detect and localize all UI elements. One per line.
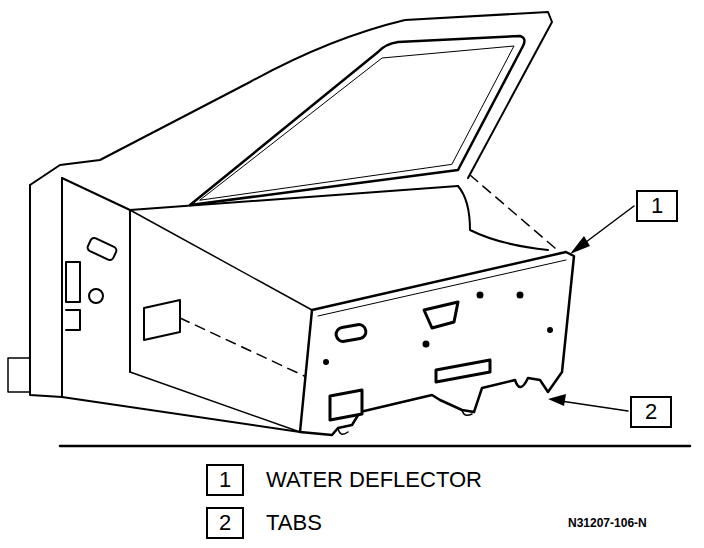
deflector-edge [318,260,566,316]
legend-number: 1 [206,464,244,496]
window-glass [200,46,514,200]
door-handle [86,237,117,262]
deflector-opening [436,360,490,382]
deflector-hole [478,293,483,298]
hinge-detail [66,262,80,302]
door-belt-line [62,178,458,210]
deflector-opening [330,390,362,420]
callout-number: 1 [636,190,678,222]
lock-cylinder [89,289,103,303]
water-deflector [300,252,574,435]
callout-number: 2 [630,396,672,428]
leader-line [554,400,628,411]
arrowhead [548,394,566,406]
deflector-opening [424,302,458,328]
arrowhead [570,236,590,254]
projection-line [130,372,300,432]
alignment-line [470,175,562,254]
door-inner-edge [129,210,131,372]
figure-code: N31207-106-N [568,514,647,532]
deflector-hole [518,293,523,298]
latch-detail [66,310,80,330]
separator-line [60,445,690,448]
deflector-hole [324,360,328,364]
part-name: TABS [266,509,322,537]
door-bottom [62,397,300,432]
projection-line [130,210,312,310]
deflector-hole [424,342,429,347]
part-name: WATER DEFLECTOR [266,466,482,494]
door-front-edge [30,178,62,397]
deflector-hole [548,328,552,332]
deflector-slot [335,324,367,343]
door-rear-edge [458,186,548,250]
empty-box [8,358,30,392]
legend-number: 2 [206,507,244,539]
access-hole [144,300,180,340]
deflector-tab [338,428,348,434]
deflector-tab [462,410,472,415]
